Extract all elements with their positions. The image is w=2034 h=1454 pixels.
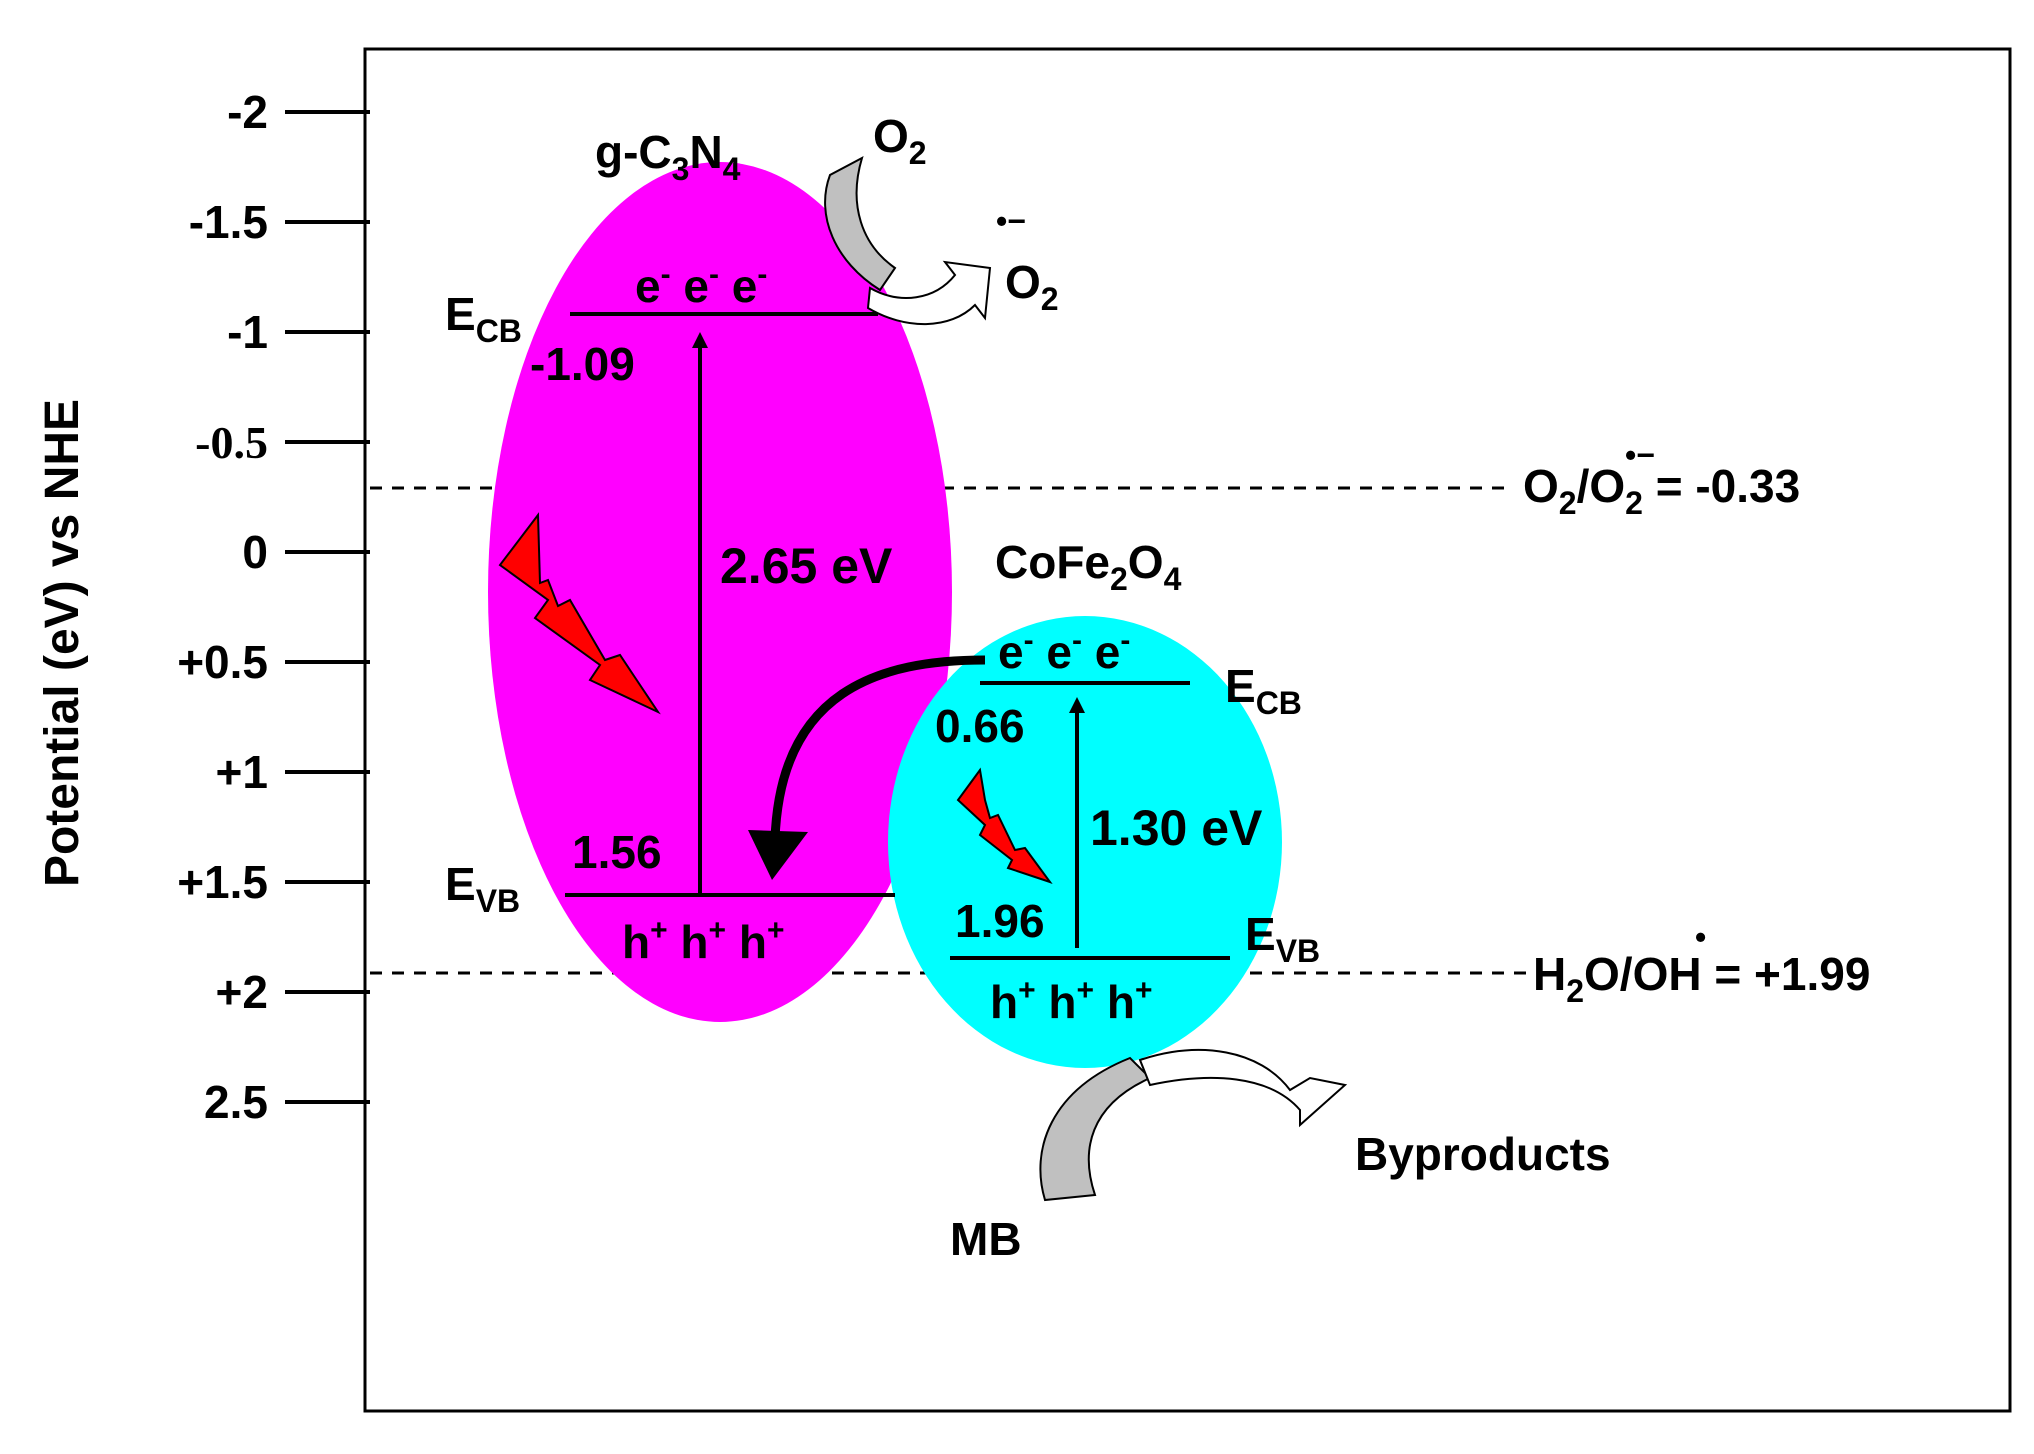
g-c3n4-title: g-C3N4 — [595, 126, 741, 187]
mb-label: MB — [950, 1213, 1022, 1265]
g-c3n4-ecb-value: -1.09 — [530, 338, 635, 390]
g-c3n4-electrons: e- e- e- — [635, 258, 767, 312]
g-c3n4-ellipse — [488, 162, 952, 1022]
svg-text:O2/O2 = -0.33: O2/O2 = -0.33 — [1523, 460, 1800, 521]
y-tick-label: 0 — [242, 526, 268, 578]
cofe2o4-ecb-label: ECB — [1225, 660, 1302, 721]
byproducts-label: Byproducts — [1355, 1128, 1611, 1180]
y-tick-label: -1.5 — [189, 196, 268, 248]
light-bolt-icon — [498, 512, 661, 715]
g-c3n4-band-gap: 2.65 eV — [720, 538, 893, 594]
y-tick-label: +1 — [216, 746, 268, 798]
y-tick-label: +0.5 — [177, 636, 268, 688]
superoxide-radical-mark: •− — [996, 203, 1026, 239]
cofe2o4-ellipse — [888, 616, 1282, 1068]
g-c3n4-evb-value: 1.56 — [572, 826, 662, 878]
g-c3n4-holes: h+ h+ h+ — [622, 914, 784, 968]
cofe2o4-holes: h+ h+ h+ — [990, 974, 1152, 1028]
g-c3n4-evb-label: EVB — [445, 858, 520, 919]
electron-transfer-arrow — [770, 655, 986, 841]
y-axis-label: Potential (eV) vs NHE — [36, 399, 89, 887]
o2-reactant-arrow — [824, 155, 897, 292]
mb-reactant-arrow — [1039, 1056, 1152, 1202]
superoxide-product-label: O2 — [1005, 256, 1059, 317]
svg-text:H2O/OH = +1.99: H2O/OH = +1.99 — [1533, 948, 1870, 1009]
electron-transfer-arrowhead — [748, 830, 808, 880]
y-tick-label: +2 — [216, 966, 268, 1018]
g-c3n4-ecb-label: ECB — [445, 288, 522, 349]
plot-frame — [363, 47, 2012, 1413]
o2-product-arrow — [866, 260, 992, 326]
svg-text:•: • — [1695, 919, 1706, 955]
cofe2o4-ecb-value: 0.66 — [935, 700, 1025, 752]
y-axis-ticks: -2 -1.5 -1 -0.5 0 +0.5 +1 +1.5 +2 2.5 — [177, 86, 370, 1128]
y-tick-label: -0.5 — [195, 417, 268, 468]
y-tick-label: -2 — [227, 86, 268, 138]
y-tick-label: 2.5 — [204, 1076, 268, 1128]
svg-text:•−: •− — [1625, 437, 1655, 473]
byproducts-arrow — [1138, 1049, 1348, 1128]
h2o-reference-label: H2O/OH = +1.99 • — [1533, 919, 1870, 1009]
y-tick-label: +1.5 — [177, 856, 268, 908]
cofe2o4-title: CoFe2O4 — [995, 536, 1182, 597]
o2-reference-label: O2/O2 = -0.33 •− — [1523, 437, 1800, 521]
y-tick-label: -1 — [227, 306, 268, 358]
cofe2o4-evb-label: EVB — [1245, 908, 1320, 969]
cofe2o4-evb-value: 1.96 — [955, 895, 1045, 947]
cofe2o4-electrons: e- e- e- — [998, 624, 1130, 678]
light-bolt-icon-small — [956, 767, 1053, 884]
o2-reactant-label: O2 — [873, 110, 927, 171]
cofe2o4-band-gap: 1.30 eV — [1090, 800, 1263, 856]
